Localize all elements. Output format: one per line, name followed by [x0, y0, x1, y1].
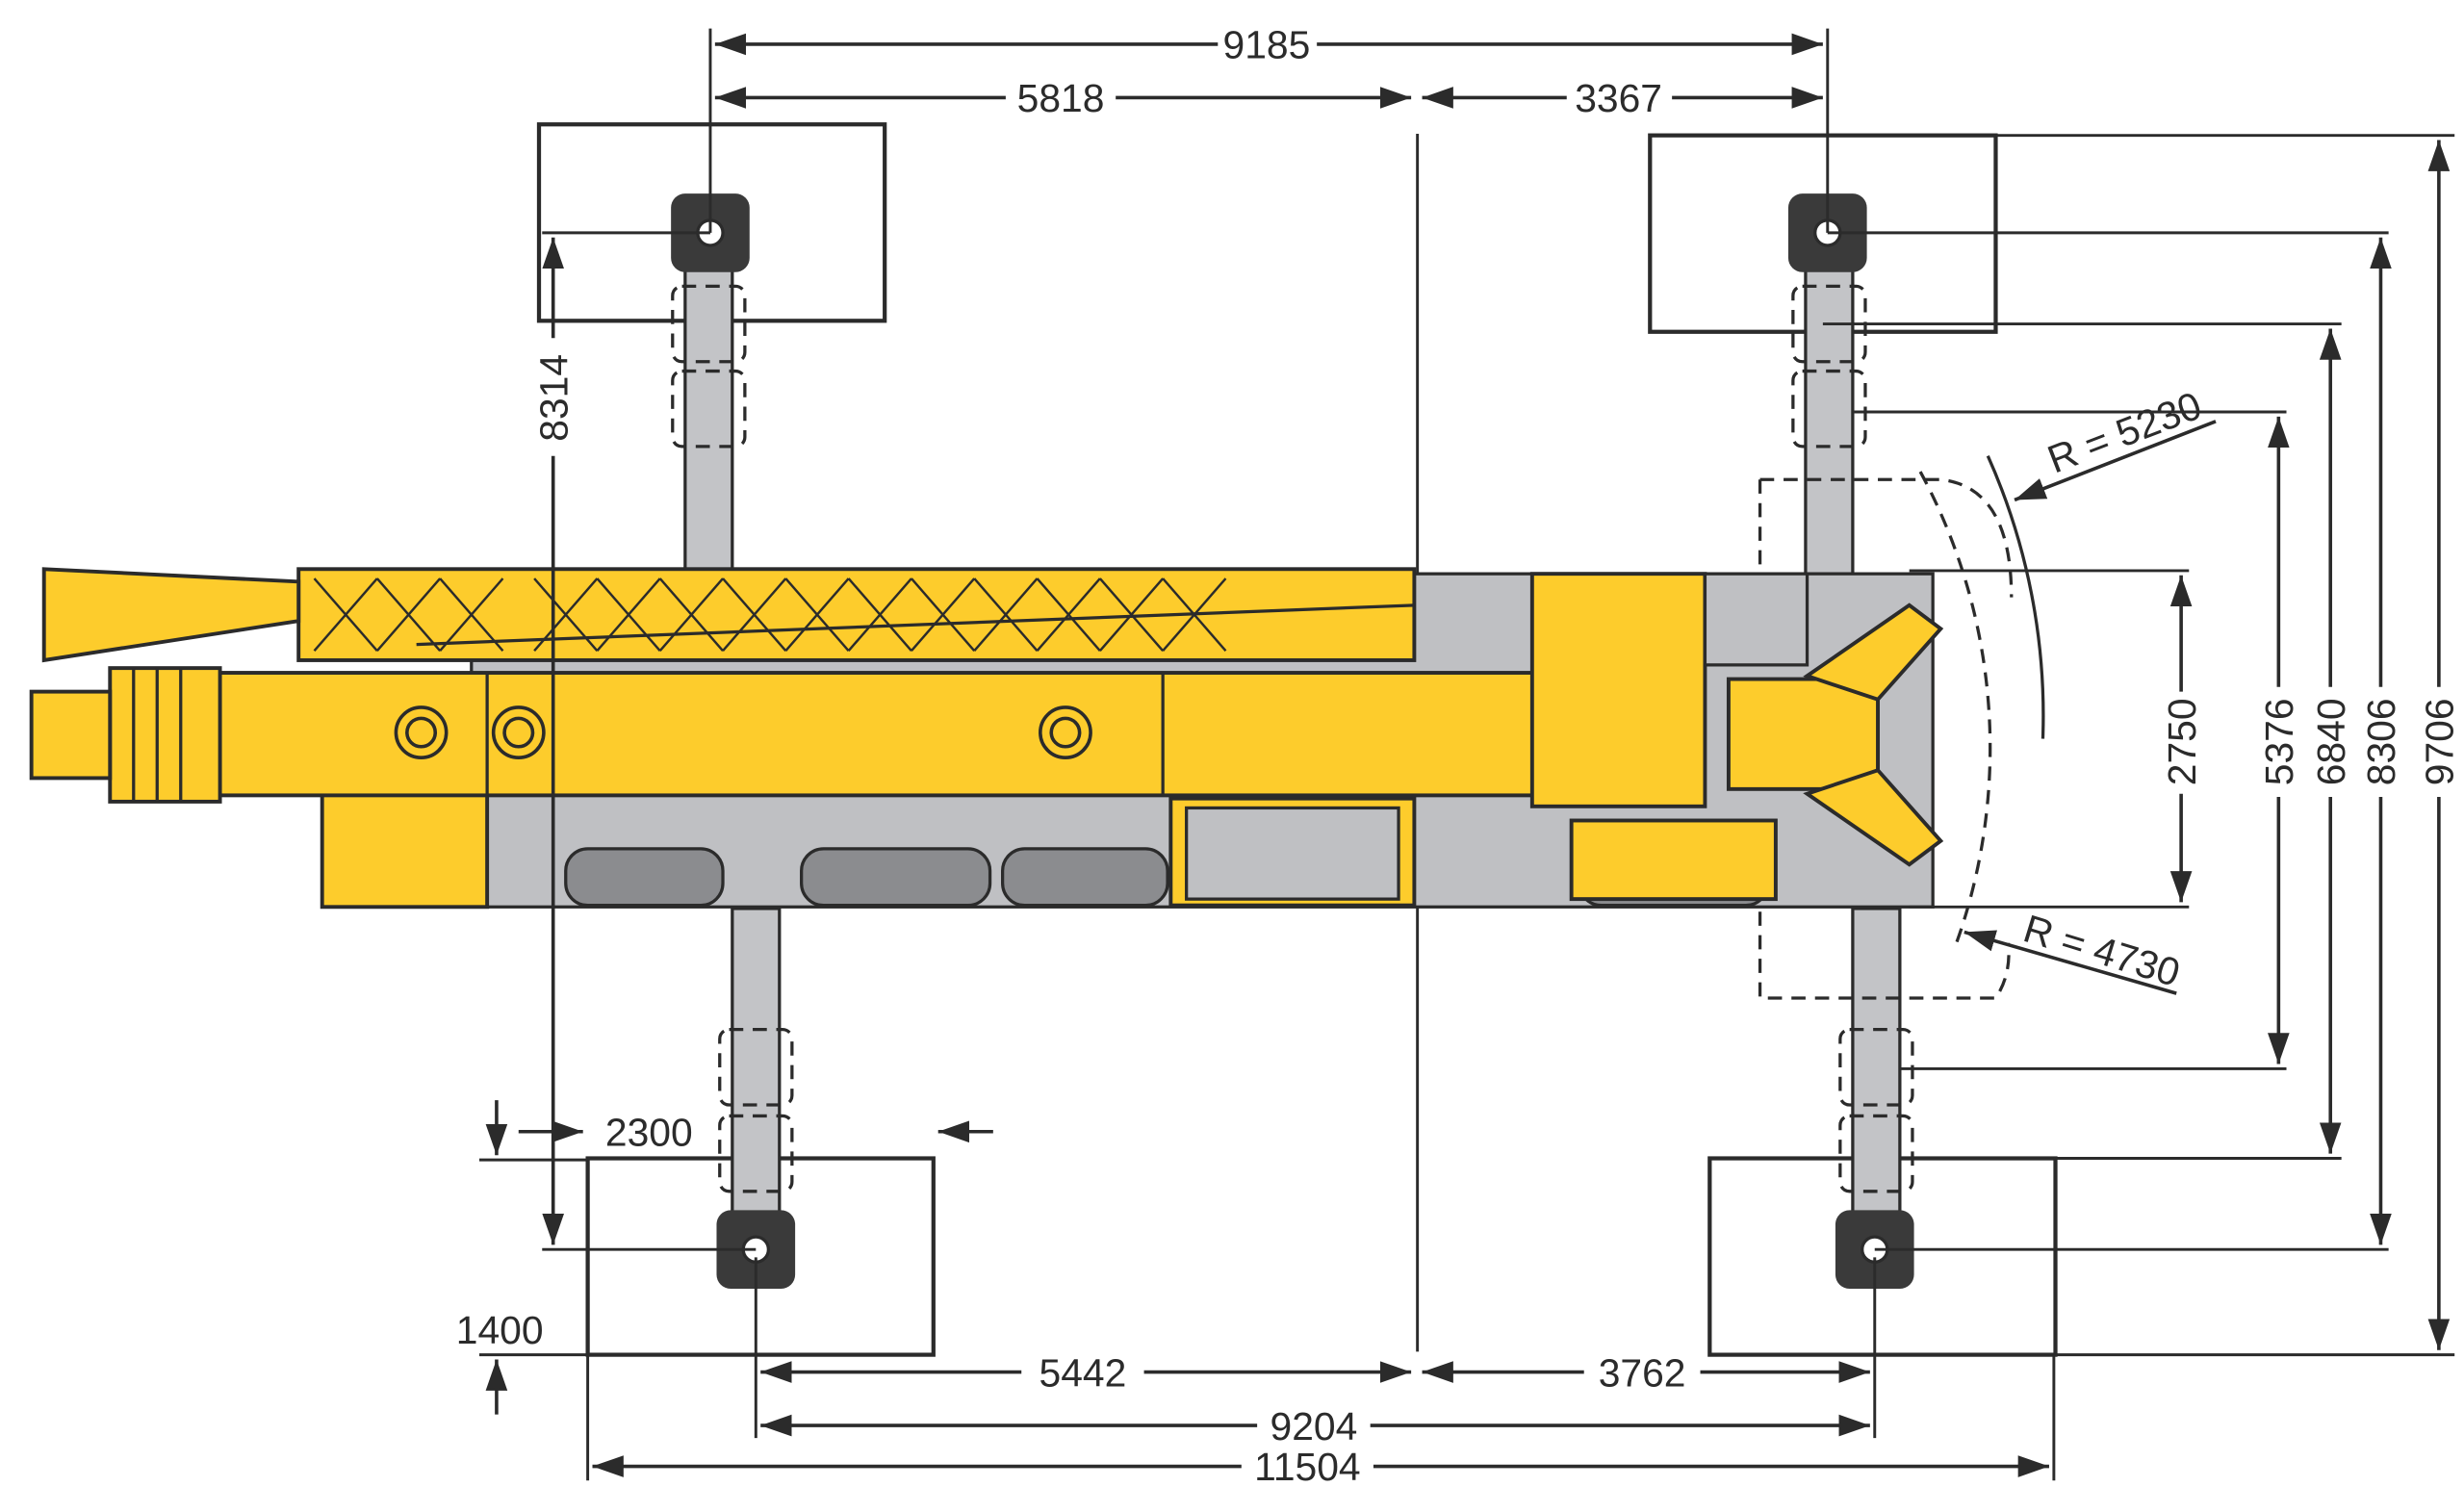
dim-8314: 8314	[531, 354, 576, 442]
radius-labels: R = 5230 R = 4730	[1964, 383, 2217, 995]
tail-swing-arc-4730	[1918, 471, 1992, 944]
dim-8306: 8306	[2359, 698, 2403, 785]
dim-11504: 11504	[1254, 1445, 1360, 1487]
dim-9185: 9185	[1223, 23, 1311, 67]
counterweight-front	[320, 791, 490, 910]
dim-2750: 2750	[2160, 698, 2204, 785]
dim-5442: 5442	[1040, 1350, 1127, 1395]
dim-1400: 1400	[456, 1308, 544, 1352]
crane-body	[29, 567, 1944, 910]
dim-6840: 6840	[2309, 698, 2353, 785]
dim-3762: 3762	[1599, 1350, 1686, 1395]
rear-cross-frame	[1726, 677, 1880, 791]
dim-5818: 5818	[1017, 76, 1105, 120]
radius-4730: R = 4730	[2018, 906, 2185, 995]
dim-9706: 9706	[2418, 698, 2462, 785]
right-dimensions: 2750 5376 6840 8306 9706	[1822, 134, 2462, 1357]
superstructure	[1529, 572, 1707, 808]
tail-swing-arc-5230	[1986, 455, 2045, 739]
bottom-dimensions: 5442 3762 9204 11504	[586, 1257, 2056, 1487]
left-dimensions: 8314 2300 1400	[456, 231, 993, 1415]
dim-3367: 3367	[1575, 76, 1662, 120]
top-dimensions: 9185 5818 3367	[708, 23, 1830, 233]
dim-5376: 5376	[2257, 698, 2301, 785]
telescopic-boom	[218, 671, 1542, 798]
hook-block-pulleys	[29, 666, 222, 804]
radius-5230: R = 5230	[2041, 383, 2207, 482]
dim-2300: 2300	[605, 1110, 693, 1154]
boom-lattice-jib	[296, 567, 1417, 662]
dim-9204: 9204	[1270, 1404, 1358, 1449]
